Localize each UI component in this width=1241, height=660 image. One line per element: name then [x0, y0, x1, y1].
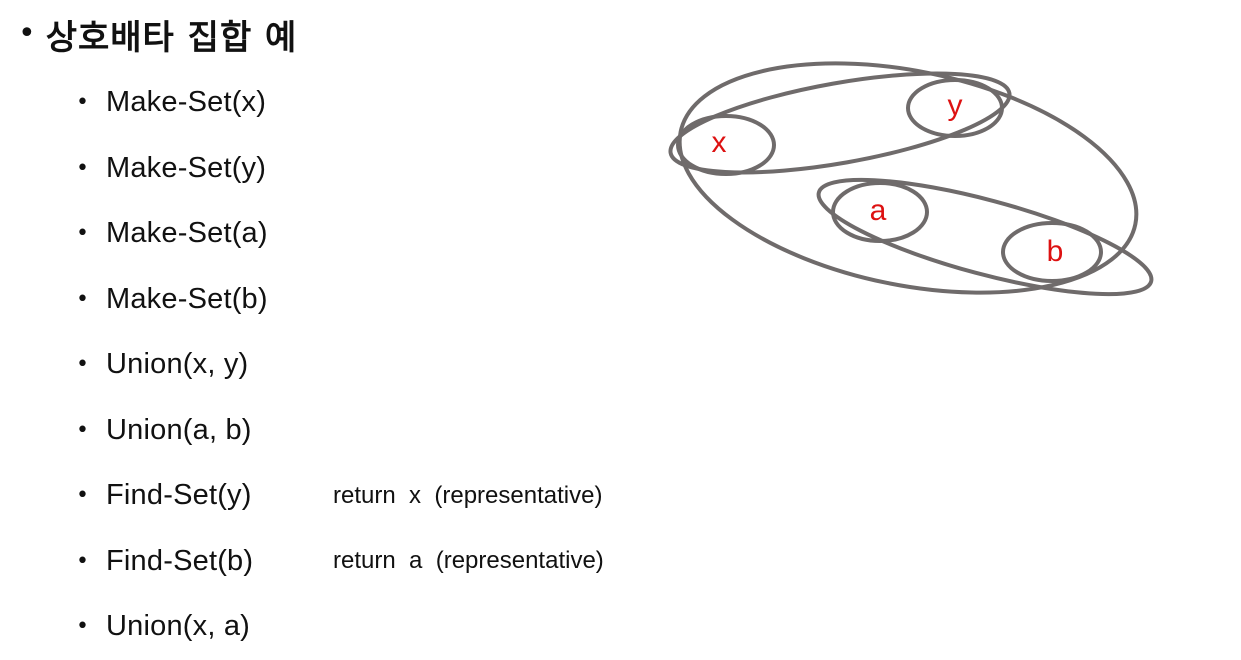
title-bullet: • [18, 16, 36, 51]
bullet: • [76, 417, 89, 443]
bullet: • [76, 483, 89, 509]
find-set-result-note: return a (representative) [333, 547, 604, 575]
bullet: • [76, 90, 89, 116]
node-x-label: x [712, 126, 727, 159]
set-outline-xy [668, 71, 1012, 175]
list-item: • Make-Set(b) [76, 267, 268, 333]
list-item: • Union(x, a) [76, 594, 268, 660]
list-item: • Make-Set(a) [76, 201, 268, 267]
list-item: • Union(x, y) [76, 332, 268, 398]
list-item: • Make-Set(y) [76, 136, 268, 202]
slide-title-row: • 상호배타 집합 예 [18, 10, 297, 58]
operation-label: Make-Set(b) [106, 282, 268, 315]
operation-label: Make-Set(x) [106, 86, 267, 119]
operation-label: Find-Set(y) [106, 479, 252, 512]
operation-label: Make-Set(y) [106, 151, 267, 184]
list-item: • Find-Set(y) return x (representative) [76, 463, 602, 529]
operation-label: Union(x, y) [106, 348, 249, 381]
bullet: • [76, 286, 89, 312]
bullet: • [76, 155, 89, 181]
find-set-result-note: return x (representative) [333, 481, 603, 509]
node-y-label: y [948, 89, 963, 122]
slide-title: 상호배타 집합 예 [45, 17, 298, 58]
operation-label: Union(a, b) [106, 413, 252, 446]
bullet: • [76, 221, 89, 247]
node-a-circle [831, 181, 929, 243]
operations-list: • Make-Set(x) • Make-Set(y) • Make-Set(a… [76, 70, 604, 660]
list-item: • Union(a, b) [76, 398, 268, 464]
list-item: • Make-Set(x) [76, 70, 268, 136]
node-y-circle [906, 78, 1004, 138]
node-b-circle [1001, 221, 1103, 283]
operation-label: Find-Set(b) [106, 544, 254, 577]
bullet: • [76, 548, 89, 574]
list-item: • Find-Set(b) return a (representative) [76, 529, 604, 595]
set-outline-ab [816, 177, 1154, 297]
operation-label: Union(x, a) [106, 610, 251, 643]
operation-label: Make-Set(a) [106, 217, 268, 250]
node-b-label: b [1047, 235, 1064, 268]
node-x-circle [676, 114, 776, 176]
node-a-label: a [870, 194, 887, 227]
bullet: • [76, 614, 89, 640]
bullet: • [76, 352, 89, 378]
set-outline-xyab [677, 61, 1139, 295]
